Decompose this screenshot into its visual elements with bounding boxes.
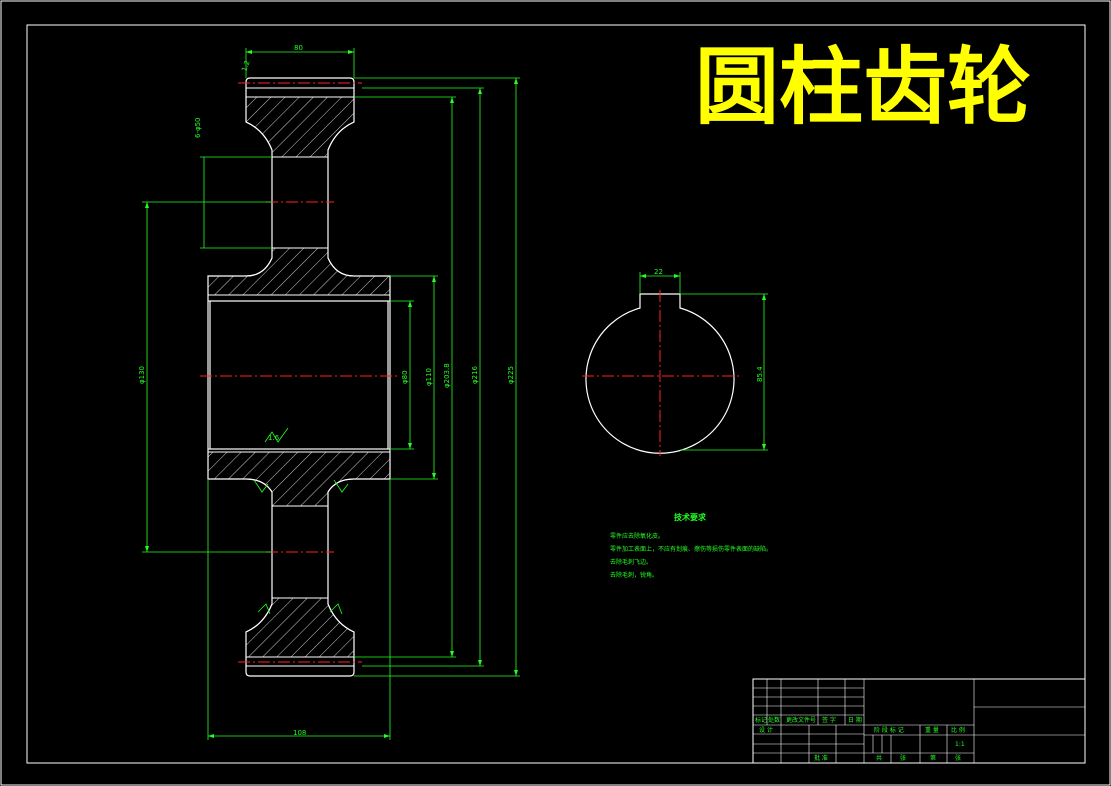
- tb-mark: 标记: [755, 716, 767, 724]
- dim-web-holes: 6-φ50: [194, 117, 202, 138]
- tb-sheet-no: 第: [930, 754, 936, 762]
- tb-change-doc: 更改文件号: [786, 716, 816, 724]
- dim-d130: φ130: [138, 366, 146, 384]
- dim-d110: φ110: [425, 368, 433, 386]
- tech-line-4: 去除毛刺，锐角。: [610, 571, 658, 579]
- tb-count: 处数: [768, 716, 780, 724]
- rim-bottom-hatch: [245, 597, 355, 658]
- dim-keyway-width: 22: [654, 268, 663, 276]
- dim-keyway-depth: 85.4: [756, 366, 764, 382]
- technical-requirements: 技术要求 零件应去除氧化皮。 零件加工表面上，不应有划痕、擦伤等损伤零件表面的缺…: [610, 512, 772, 579]
- tb-signature: 签 字: [822, 716, 836, 724]
- tech-line-2: 零件加工表面上，不应有划痕、擦伤等损伤零件表面的缺陷。: [610, 545, 772, 553]
- dim-d203-8: φ203.8: [443, 363, 451, 388]
- tb-stage: 阶 段 标 记: [874, 726, 904, 734]
- dim-d80: φ80: [401, 370, 409, 384]
- hub-top-hatch: [207, 247, 391, 296]
- tb-scale: 1:1: [955, 741, 965, 748]
- front-view-section: 80 1.2 6-φ50 φ130 φ80 φ110 φ203.8 φ216 φ…: [138, 44, 520, 740]
- tb-date: 日 期: [848, 716, 862, 724]
- tb-weight: 重 量: [925, 726, 939, 734]
- drawing-frame: [26, 24, 1086, 764]
- tb-sheet-of: 张: [900, 754, 906, 762]
- bore: [209, 300, 389, 450]
- dim-top-small: 1.2: [240, 59, 251, 72]
- bore-with-keyway: [585, 293, 735, 454]
- tb-sheet-no2: 张: [955, 754, 961, 762]
- tech-line-1: 零件应去除氧化皮。: [610, 532, 664, 540]
- tb-approve: 批 准: [814, 754, 828, 762]
- drawing-title: 圆柱齿轮: [695, 38, 1031, 136]
- tb-design: 设 计: [759, 726, 773, 734]
- surface-roughness: 1.6: [268, 434, 280, 442]
- tb-scale-label: 比 例: [951, 726, 965, 734]
- tb-sheet-total: 共: [876, 754, 882, 762]
- dim-d216: φ216: [471, 365, 479, 384]
- tech-heading: 技术要求: [674, 512, 707, 522]
- gear-section-outline: [207, 77, 391, 677]
- dim-d225: φ225: [507, 366, 515, 384]
- side-view: 22 85.4: [582, 268, 768, 456]
- tech-line-3: 去除毛刺飞边。: [610, 558, 652, 566]
- title-block: 标记 处数 更改文件号 签 字 日 期 设 计 批 准 阶 段 标 记 重 量 …: [752, 678, 1086, 764]
- rim-top-hatch: [245, 96, 355, 158]
- dim-top-width: 80: [294, 44, 303, 52]
- dim-hub-width: 108: [293, 729, 306, 737]
